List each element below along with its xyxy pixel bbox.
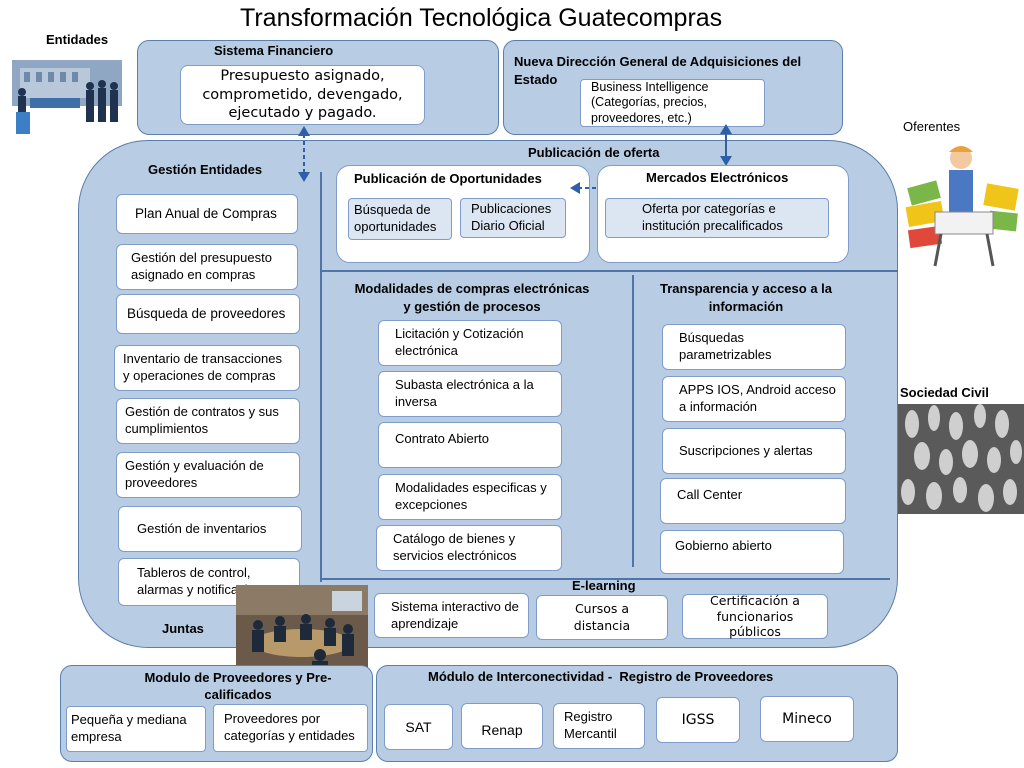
ic-item-mineco[interactable]: Mineco [760,696,854,742]
juntas-photo [236,585,368,671]
ge-item-gestion-inventarios[interactable]: Gestión de inventarios [118,506,302,552]
mod-item-contrato-abierto[interactable]: Contrato Abierto [378,422,562,468]
tr-item-apps[interactable]: APPS IOS, Android acceso a información [662,376,846,422]
modulo-interconectividad-heading: Módulo de Interconectividad - Registro d… [428,669,774,684]
label-juntas: Juntas [162,621,204,636]
publicaciones-diario-box[interactable]: Publicaciones Diario Oficial [460,198,566,238]
ge-item-plan-anual[interactable]: Plan Anual de Compras [116,194,298,234]
mercados-heading: Mercados Electrónicos [646,170,789,185]
mod-item-catalogo[interactable]: Catálogo de bienes y servicios electróni… [376,525,562,571]
ge-item-busqueda-proveedores[interactable]: Búsqueda de proveedores [116,294,300,334]
ic-item-igss[interactable]: IGSS [656,697,740,743]
entidades-illustration [10,56,124,138]
divider-oferta-horizontal [322,270,898,272]
presupuesto-box[interactable]: Presupuesto asignado, comprometido, deve… [180,65,425,125]
ge-item-evaluacion-proveedores[interactable]: Gestión y evaluación de proveedores [116,452,300,498]
modalidades-heading: Modalidades de compras electrónicas y ge… [354,281,590,315]
el-item-sistema-interactivo[interactable]: Sistema interactivo de aprendizaje [374,593,529,638]
publicacion-oferta-heading: Publicación de oferta [528,145,660,160]
ge-item-tableros-control[interactable]: Tableros de control, alarmas y notificac… [118,558,300,606]
page-title: Transformación Tecnológica Guatecompras [240,4,723,32]
tr-item-gobierno-abierto[interactable]: Gobierno abierto [660,530,844,574]
arrow-financiero-gestion-icon [298,126,310,182]
sistema-financiero-heading: Sistema Financiero [214,43,334,58]
tr-item-suscripciones[interactable]: Suscripciones y alertas [662,428,846,474]
oferentes-illustration [905,140,1023,268]
mp-item-pequena-empresa[interactable]: Pequeña y mediana empresa [66,706,206,752]
label-sociedad-civil: Sociedad Civil [900,385,989,400]
oportunidades-heading: Publicación de Oportunidades [354,171,542,186]
ic-item-registro-mercantil[interactable]: Registro Mercantil [553,703,645,749]
mp-item-proveedores-categorias[interactable]: Proveedores por categorías y entidades [213,704,368,752]
gestion-entidades-heading: Gestión Entidades [148,162,263,177]
ge-item-gestion-contratos[interactable]: Gestión de contratos y sus cumplimientos [116,398,300,444]
mod-item-subasta[interactable]: Subasta electrónica a la inversa [378,371,562,417]
ic-item-sat[interactable]: SAT [384,704,453,750]
sociedad-civil-photo [898,404,1024,514]
busqueda-oportunidades-box[interactable]: Búsqueda de oportunidades [348,198,452,240]
ge-item-presupuesto[interactable]: Gestión del presupuesto asignado en comp… [116,244,298,290]
tr-item-call-center[interactable]: Call Center [660,478,846,524]
el-item-certificacion[interactable]: Certificación a funcionarios públicos [682,593,828,639]
el-item-cursos[interactable]: Cursos a distancia [536,595,668,640]
transparencia-heading: Transparencia y acceso a la información [660,281,832,315]
nueva-direccion-heading: Nueva Dirección General de Adquisiciones… [514,54,802,87]
label-entidades: Entidades [46,32,109,47]
modulo-proveedores-heading: Modulo de Proveedores y Pre-calificados [144,670,332,702]
divider-modalidades-transparencia [632,275,634,567]
mod-item-modalidades-especificas[interactable]: Modalidades especificas y excepciones [378,474,562,520]
divider-elearning-horizontal [322,578,890,580]
tr-item-busquedas[interactable]: Búsquedas parametrizables [662,324,846,370]
ic-item-renap[interactable]: Renap [461,703,543,749]
ge-item-inventario-transacciones[interactable]: Inventario de transacciones y operacione… [114,345,300,391]
divider-gestion-vertical [320,172,322,582]
arrow-direccion-oferta-icon [720,124,732,166]
mod-item-licitacion[interactable]: Licitación y Cotización electrónica [378,320,562,366]
oferta-categorias-box[interactable]: Oferta por categorías e institución prec… [605,198,829,238]
label-oferentes: Oferentes [903,119,961,134]
business-intelligence-box[interactable]: Business Intelligence (Categorías, preci… [580,79,765,127]
elearning-heading: E-learning [572,578,636,593]
